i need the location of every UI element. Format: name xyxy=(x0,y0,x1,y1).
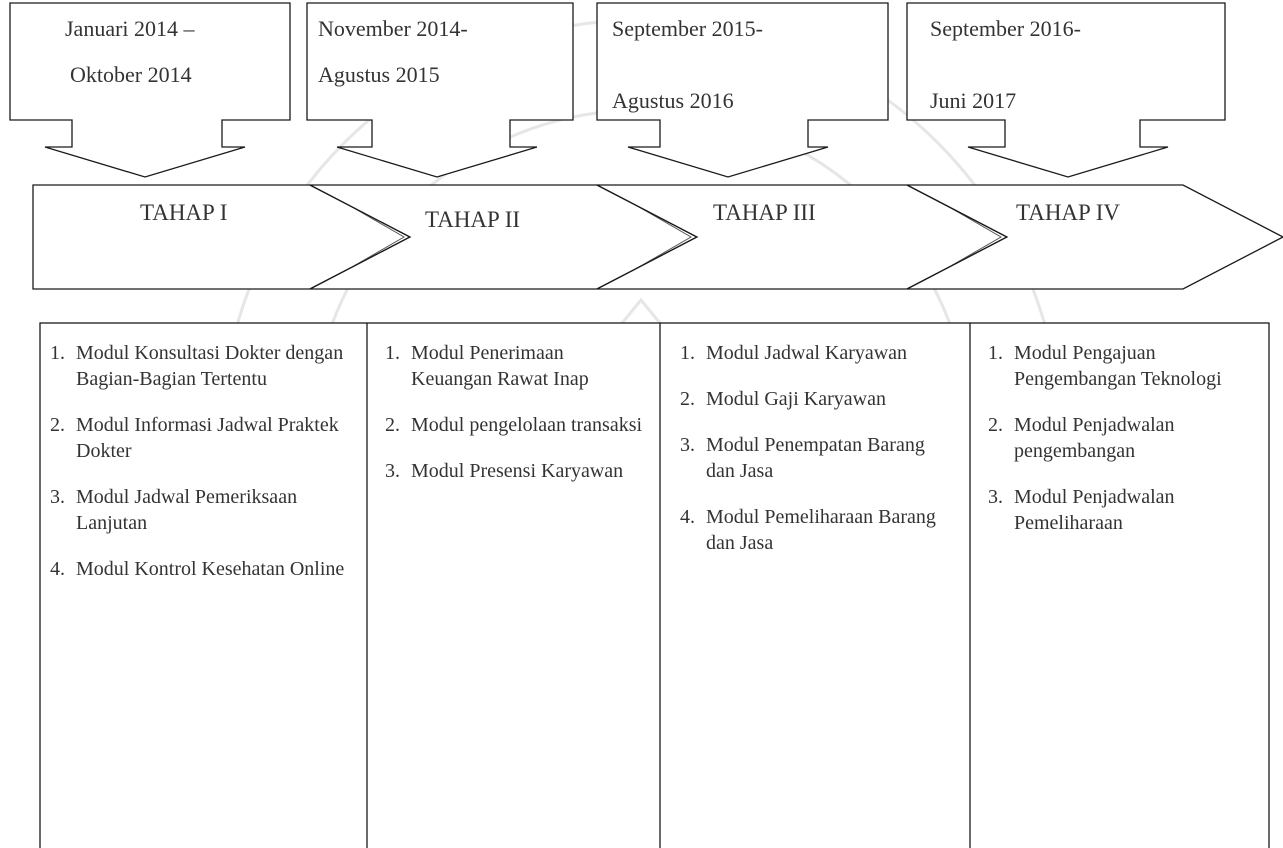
list-item: 3.Modul Penempatan Barang dan Jasa xyxy=(680,434,925,482)
period-4-line2: Juni 2017 xyxy=(930,88,1017,113)
stage-label-4: TAHAP IV xyxy=(1016,200,1120,225)
period-callout-2 xyxy=(306,2,574,178)
stage-label-2: TAHAP II xyxy=(425,207,521,232)
list-item: 1.Modul Penerimaan Keuangan Rawat Inap xyxy=(385,342,589,390)
period-1-line2: Oktober 2014 xyxy=(70,62,192,87)
period-callout-1 xyxy=(9,2,291,178)
list-item: 3.Modul Jadwal Pemeriksaan Lanjutan xyxy=(50,486,298,534)
stage-3-modules: 1.Modul Jadwal Karyawan 2.Modul Gaji Kar… xyxy=(680,340,955,576)
module-table xyxy=(39,322,1270,848)
stage-4-modules: 1.Modul Pengajuan Pengembangan Teknologi… xyxy=(988,340,1258,556)
period-2-line2: Agustus 2015 xyxy=(318,62,440,87)
stage-arrow-4 xyxy=(906,184,1283,290)
list-item: 4.Modul Pemeliharaan Barang dan Jasa xyxy=(680,506,936,554)
period-callout-4 xyxy=(906,2,1226,178)
stage-label-3: TAHAP III xyxy=(713,200,816,225)
list-item: 2.Modul pengelolaan transaksi xyxy=(385,414,643,436)
list-item: 1.Modul Konsultasi Dokter dengan Bagian-… xyxy=(50,342,344,390)
list-item: 2.Modul Informasi Jadwal Praktek Dokter xyxy=(50,414,339,462)
list-item: 2.Modul Penjadwalan pengembangan xyxy=(988,414,1175,462)
list-item: 3.Modul Penjadwalan Pemeliharaan xyxy=(988,486,1175,534)
stage-label-1: TAHAP I xyxy=(140,200,228,225)
period-3-line2: Agustus 2016 xyxy=(612,88,734,113)
stage-1-modules: 1.Modul Konsultasi Dokter dengan Bagian-… xyxy=(50,340,355,602)
period-4-line1: September 2016- xyxy=(930,16,1081,41)
period-2-line1: November 2014- xyxy=(318,16,468,41)
list-item: 2.Modul Gaji Karyawan xyxy=(680,388,886,410)
period-3-line1: September 2015- xyxy=(612,16,763,41)
list-item: 3.Modul Presensi Karyawan xyxy=(385,460,624,482)
stage-2-modules: 1.Modul Penerimaan Keuangan Rawat Inap 2… xyxy=(385,340,645,504)
period-1-line1: Januari 2014 – xyxy=(65,16,195,41)
list-item: 1.Modul Jadwal Karyawan xyxy=(680,342,908,364)
list-item: 4.Modul Kontrol Kesehatan Online xyxy=(50,558,345,580)
list-item: 1.Modul Pengajuan Pengembangan Teknologi xyxy=(988,342,1222,390)
period-callout-3 xyxy=(596,2,889,178)
